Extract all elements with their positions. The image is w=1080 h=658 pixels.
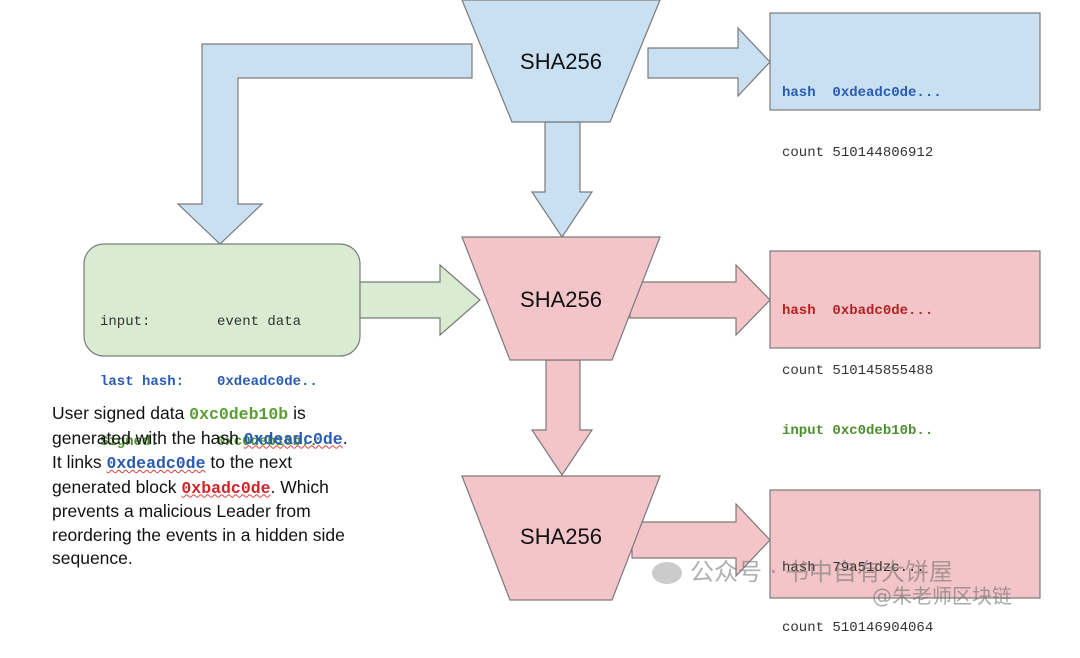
output-arrow-3 [631,502,771,578]
output-1-count-key: count [782,145,825,161]
output-2-text: hash 0xbadc0de... count 510145855488 inp… [782,261,933,461]
watermark-line-2: @朱老师区块链 [872,584,1012,608]
sha256-label-3: SHA256 [520,524,602,549]
sha256-label-2: SHA256 [520,287,602,312]
output-2-input-key: input [782,423,825,439]
output-box-2 [769,250,1041,349]
watermark-account: 公众号 · 书中自有大饼屋 [652,552,953,587]
explain-hash-value-1: 0xdeadc0de [243,429,343,449]
input-box-text: input:event data last hash:0xdeadc0de.. … [100,272,318,472]
output-2-count-value: 510145855488 [832,363,934,379]
explain-signed-value: 0xc0deb10b [189,405,289,424]
input-arrow [359,263,481,337]
explanation-text: User signed data 0xc0deb10b is generated… [52,402,352,571]
down-arrow-2 [530,359,594,477]
sha256-funnel-2 [461,236,661,361]
sha256-label-1: SHA256 [520,49,602,74]
explain-part-4: to the next generated block [52,452,293,497]
output-1-count-value: 510144806912 [832,145,934,161]
explain-part-1: User signed data [52,403,190,423]
output-1-hash-value: 0xdeadc0de... [832,85,942,101]
signed-value: 0xc0deb10b.. [217,434,318,450]
watermark-line-1: 公众号 · 书中自有大饼屋 [690,558,953,586]
sha256-funnel-3 [461,475,661,601]
output-3-hash-key: hash [782,560,816,576]
output-2-count-key: count [782,363,825,379]
output-1-hash-key: hash [782,85,816,101]
sha256-funnel-1 [461,0,661,123]
explain-hash-value-2: 0xdeadc0de [106,454,206,473]
output-box-1 [769,12,1041,111]
output-arrow-1 [647,26,771,98]
watermark-author: @朱老师区块链 [872,580,1012,609]
output-box-3 [769,489,1041,599]
explain-part-3: . It links [52,427,348,473]
explain-part-5: . Which prevents a malicious Leader from… [52,476,345,569]
input-key: input: [100,314,151,330]
output-arrow-2 [629,263,771,337]
output-2-input-value: 0xc0deb10b.. [832,423,934,439]
output-2-hash-value: 0xbadc0de... [832,303,934,319]
explain-next-hash: 0xbadc0de [181,478,271,498]
down-arrow-1 [530,121,594,239]
last-hash-key: last hash: [100,374,185,390]
output-1-text: hash 0xdeadc0de... count 510144806912 [782,43,942,183]
last-hash-value: 0xdeadc0de.. [217,374,318,390]
wechat-icon [652,562,682,584]
output-3-hash-value: 79a51dzc... [832,560,925,576]
output-3-count-key: count [782,620,825,636]
output-2-hash-key: hash [782,303,816,319]
input-value: event data [217,314,302,330]
signed-key: Signed: [100,434,159,450]
hash-chain-diagram [83,0,1041,601]
output-3-count-value: 510146904064 [832,620,934,636]
feedback-arrow [176,43,473,245]
explain-part-2: is generated with the hash [52,403,306,448]
